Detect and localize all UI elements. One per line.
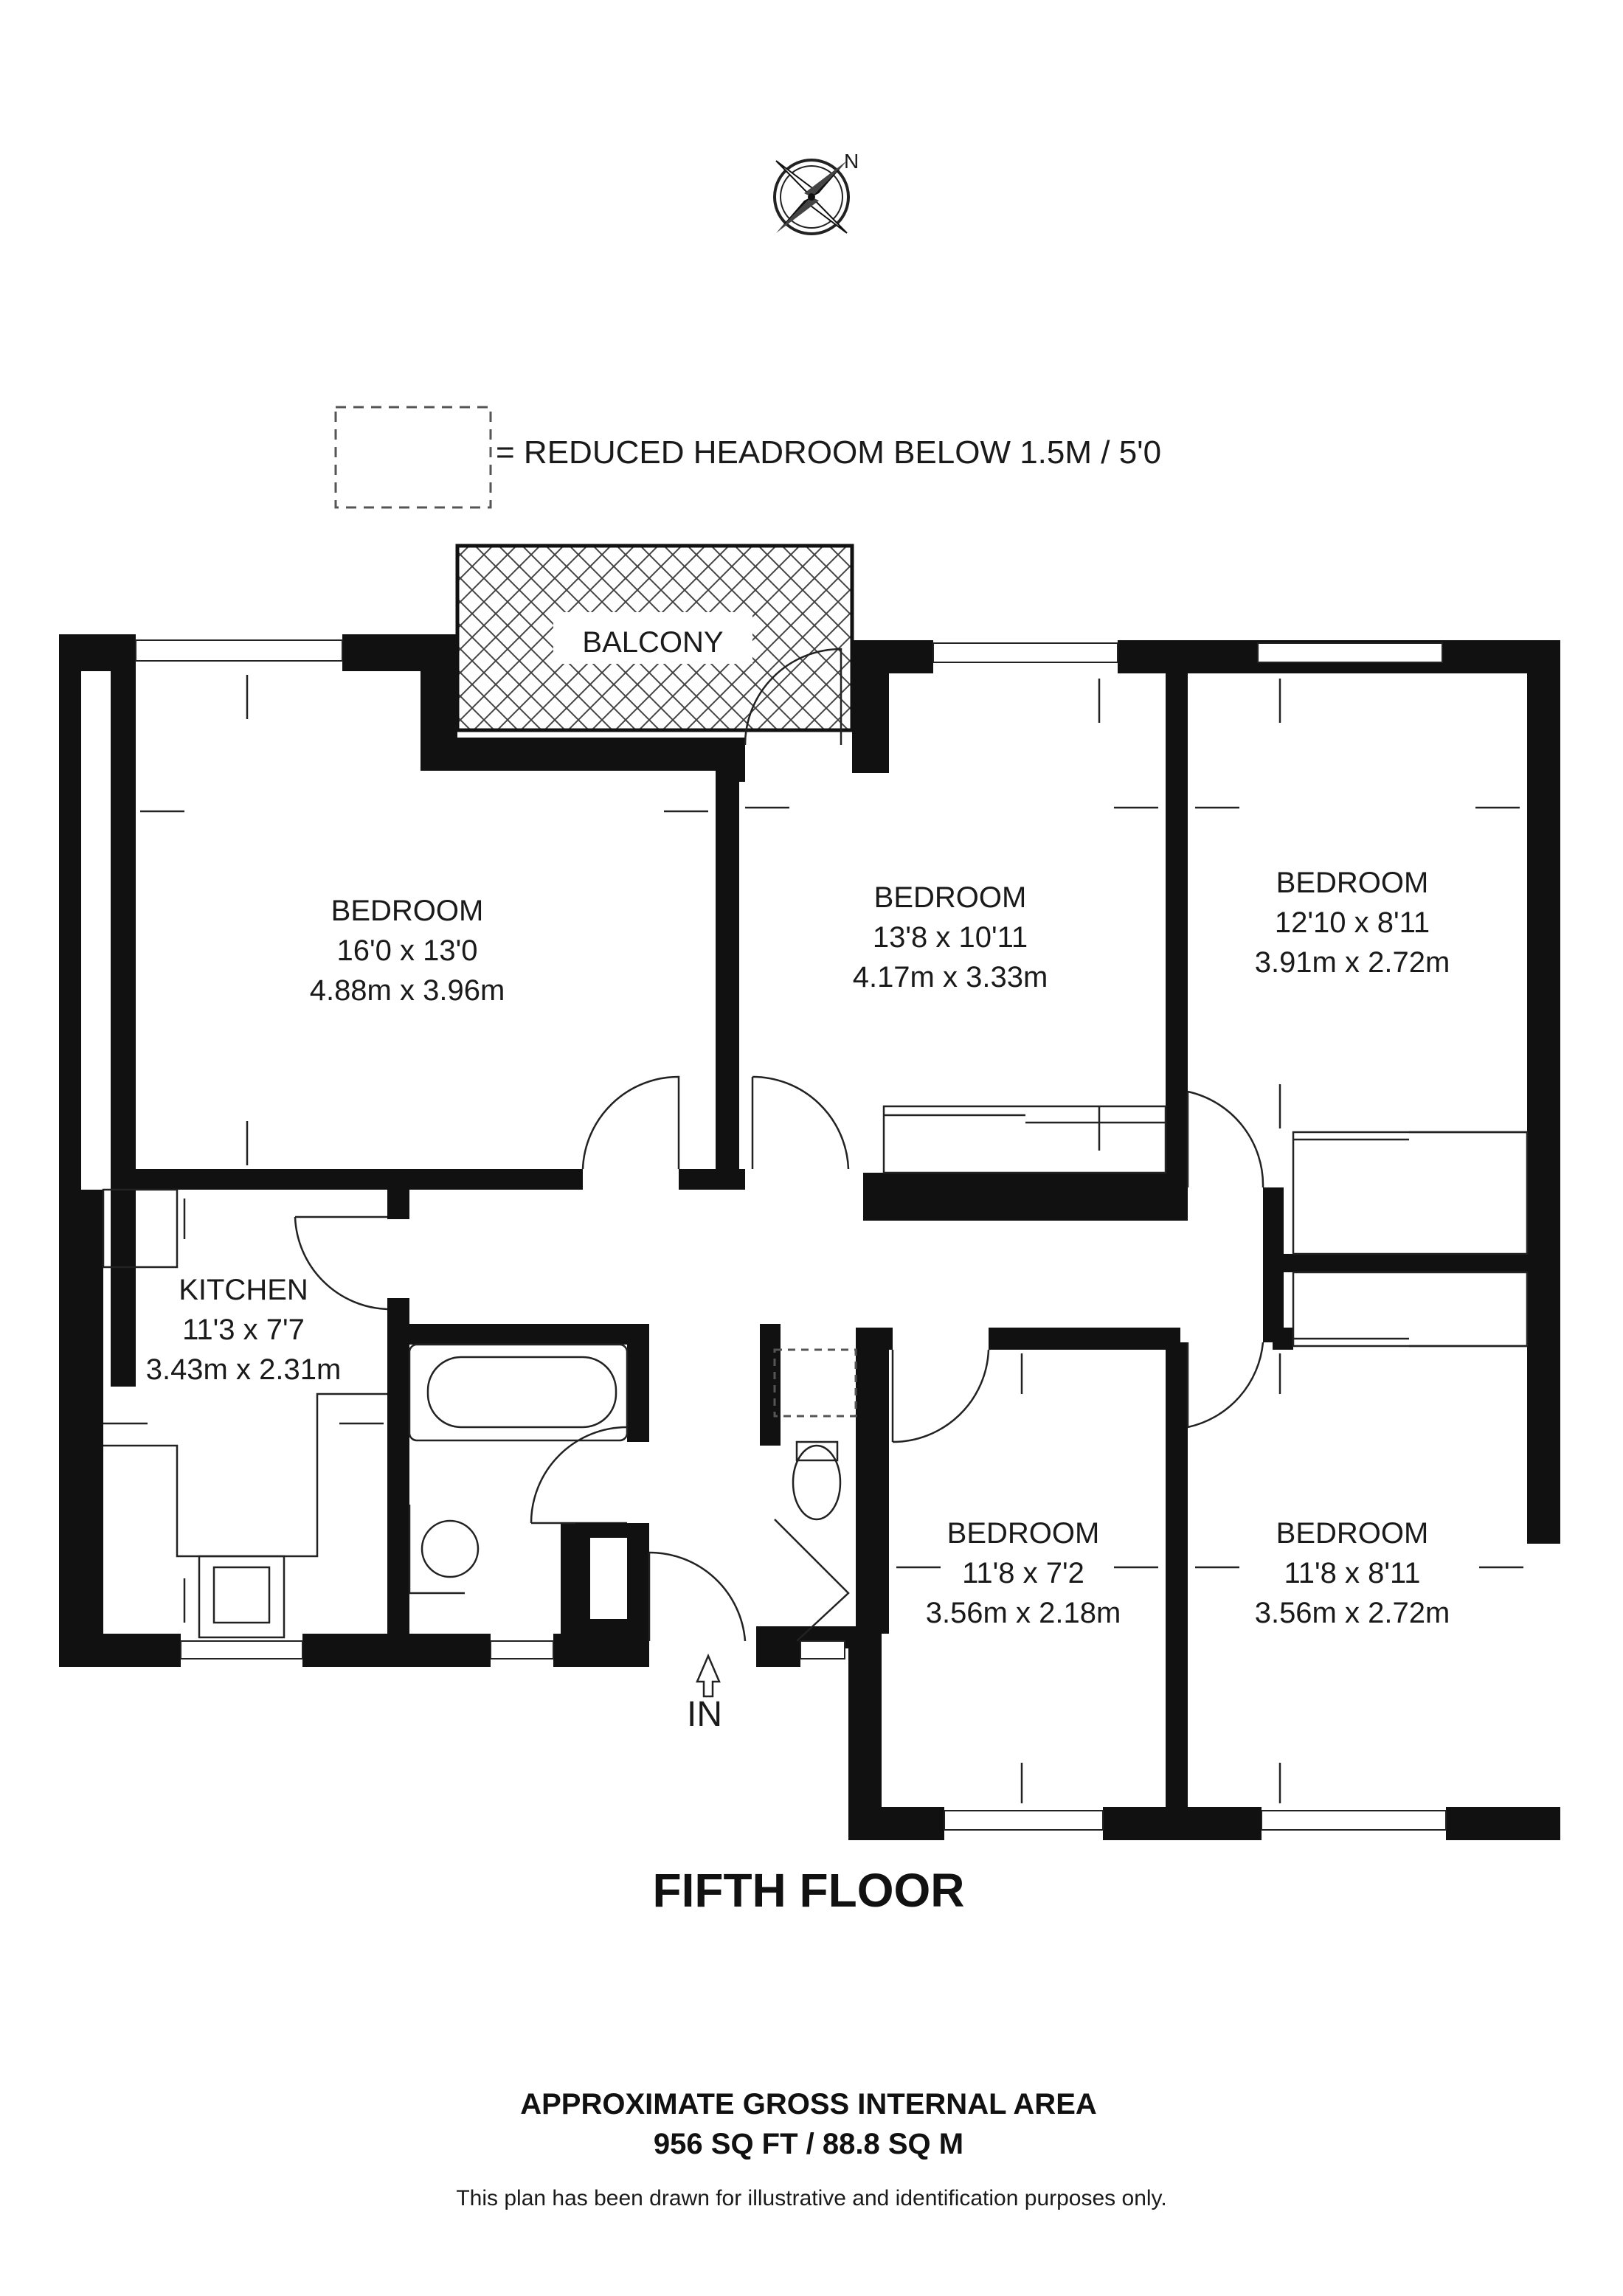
north-label: N	[844, 150, 859, 173]
bedroom-1-metric: 4.88m x 3.96m	[310, 974, 505, 1007]
bedroom-4-name: BEDROOM	[947, 1517, 1100, 1550]
area-heading: APPROXIMATE GROSS INTERNAL AREA	[520, 2088, 1097, 2120]
basin-icon	[408, 1505, 465, 1595]
sink-icon	[198, 1555, 286, 1639]
bedroom-1-name: BEDROOM	[331, 895, 484, 927]
toilet-icon	[792, 1444, 842, 1521]
bedroom-4-metric: 3.56m x 2.18m	[926, 1597, 1121, 1629]
entrance: IN	[687, 1653, 722, 1734]
reduced-headroom-area	[773, 1348, 857, 1418]
windows	[135, 639, 1447, 1831]
bedroom-1-imperial: 16'0 x 13'0	[337, 934, 478, 967]
entrance-label: IN	[687, 1695, 722, 1734]
bedroom-2-metric: 4.17m x 3.33m	[853, 961, 1048, 993]
balcony-label: BALCONY	[582, 626, 723, 659]
bedroom-4-imperial: 11'8 x 7'2	[962, 1557, 1084, 1589]
balcony: BALCONY	[455, 544, 854, 732]
bedroom-2-name: BEDROOM	[874, 881, 1027, 914]
dimension-arrows	[103, 675, 1523, 1803]
room-bedroom-3: BEDROOM 12'10 x 8'11 3.91m x 2.72m	[1255, 867, 1450, 979]
legend-text: = REDUCED HEADROOM BELOW 1.5M / 5'0	[496, 434, 1161, 471]
kitchen-appliance	[102, 1188, 179, 1269]
kitchen-name: KITCHEN	[179, 1274, 308, 1306]
bedroom-3-imperial: 12'10 x 8'11	[1275, 906, 1430, 939]
kitchen-imperial: 11'3 x 7'7	[182, 1314, 305, 1346]
bedroom-5-imperial: 11'8 x 8'11	[1284, 1557, 1420, 1589]
interior-walls	[81, 771, 1560, 1648]
legend-swatch	[334, 406, 492, 509]
area-value: 956 SQ FT / 88.8 SQ M	[654, 2128, 963, 2160]
room-kitchen: KITCHEN 11'3 x 7'7 3.43m x 2.31m	[146, 1274, 342, 1386]
room-bedroom-2: BEDROOM 13'8 x 10'11 4.17m x 3.33m	[853, 881, 1048, 993]
bedroom-2-imperial: 13'8 x 10'11	[873, 921, 1028, 954]
doors	[294, 648, 1264, 1642]
room-bedroom-5: BEDROOM 11'8 x 8'11 3.56m x 2.72m	[1255, 1517, 1450, 1629]
kitchen-metric: 3.43m x 2.31m	[146, 1353, 342, 1386]
bath-icon	[408, 1343, 629, 1442]
bedroom-5-name: BEDROOM	[1276, 1517, 1429, 1550]
bedroom-3-metric: 3.91m x 2.72m	[1255, 946, 1450, 979]
disclaimer: This plan has been drawn for illustrativ…	[456, 2186, 1166, 2210]
floor-title: FIFTH FLOOR	[652, 1864, 964, 1917]
bedroom-5-metric: 3.56m x 2.72m	[1255, 1597, 1450, 1629]
entrance-arrow-icon	[696, 1653, 721, 1698]
compass-icon: N	[773, 150, 859, 235]
walls	[59, 634, 1560, 1840]
bedroom-3-name: BEDROOM	[1276, 867, 1429, 899]
room-bedroom-4: BEDROOM 11'8 x 7'2 3.56m x 2.18m	[926, 1517, 1121, 1629]
room-bedroom-1: BEDROOM 16'0 x 13'0 4.88m x 3.96m	[310, 895, 505, 1007]
fittings	[102, 1105, 1529, 1639]
legend: = REDUCED HEADROOM BELOW 1.5M / 5'0	[334, 406, 1161, 509]
